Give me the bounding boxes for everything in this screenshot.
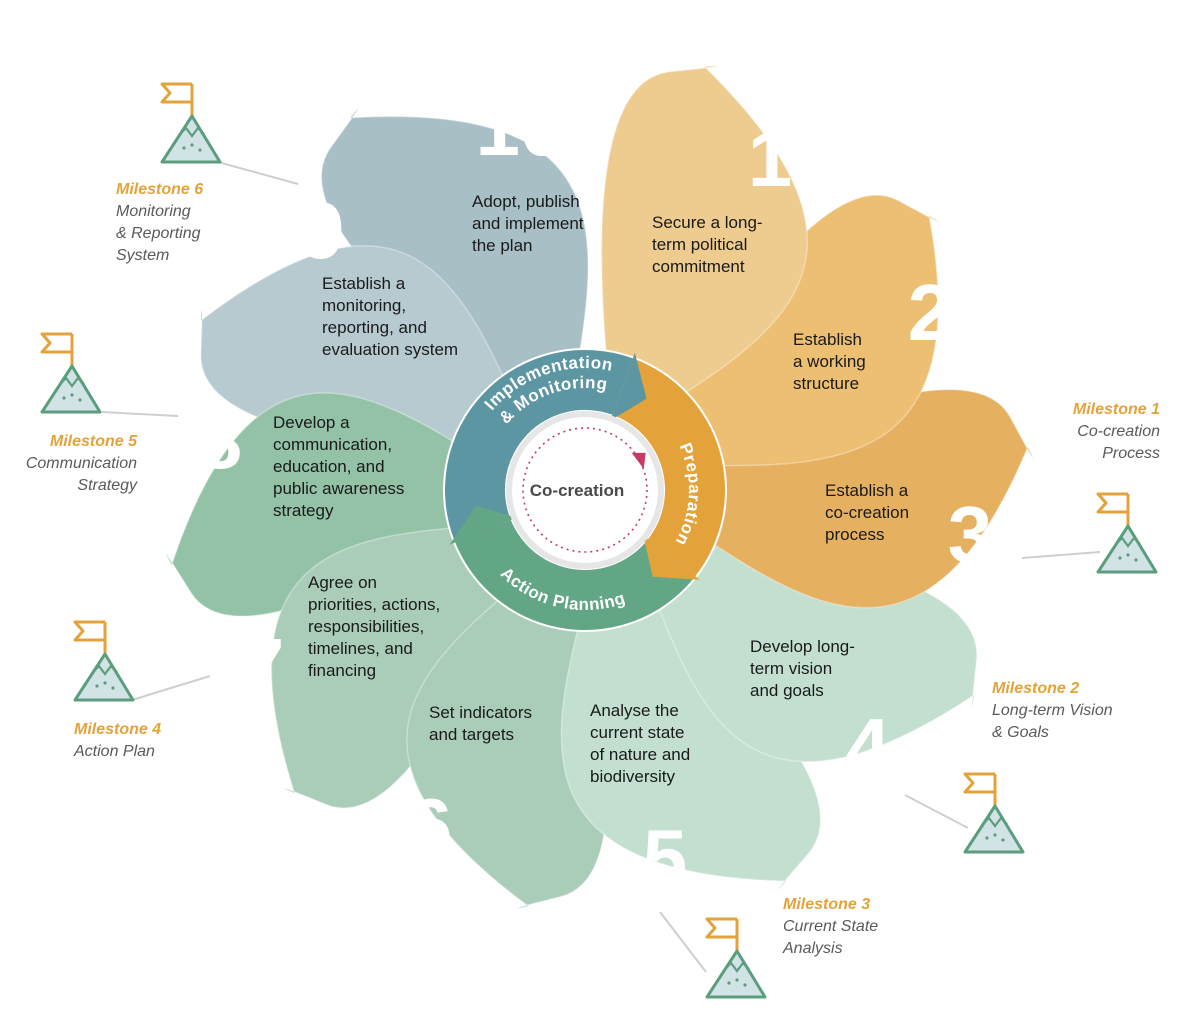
milestone-flag-mountain-icon [73,620,135,702]
step-number-1: 1 [748,114,793,203]
center-circle [506,411,664,569]
cycle-arrow-icon [631,452,646,469]
milestone-title: Milestone 3 [783,896,870,913]
milestone-flag-mountain-icon [963,772,1025,854]
action-planning-band [455,520,696,630]
preparation-band [612,358,726,577]
step-number-6: 6 [408,782,453,871]
milestone-description: Action Plan [73,743,155,760]
milestone-title: Milestone 2 [992,680,1079,697]
step-number-5: 5 [643,813,688,902]
implementation-arrow [610,352,647,421]
milestone-flag-mountain-icon [40,332,102,414]
milestone-connector [1021,551,1101,559]
milestone-description: Long-term Vision& Goals [992,702,1113,741]
step-number-7: 7 [240,622,285,711]
step-number-8: 8 [198,396,243,485]
milestone-connector [131,675,211,701]
step-number-4: 4 [846,702,891,791]
milestone-title: Milestone 6 [116,181,203,198]
step-number-9: 9 [300,186,345,275]
center-label: Co-creation [530,481,624,500]
milestone-connector [217,161,299,185]
milestone-flag-mountain-icon [705,917,767,999]
step-number-3: 3 [948,490,993,579]
petals [165,65,1034,909]
milestone-title: Milestone 5 [50,433,138,450]
milestone-connector [659,911,707,973]
implementation-band [445,349,633,543]
milestone-2: Milestone 2 Long-term Vision& Goals [904,680,1113,854]
preparation-arrow [643,535,700,580]
milestone-flag-mountain-icon [160,82,222,164]
action-planning-arrow [449,505,517,545]
milestone-title: Milestone 4 [74,721,161,738]
milestone-flag-mountain-icon [1096,492,1158,574]
milestone-title: Milestone 1 [1073,401,1160,418]
step-number-2: 2 [908,268,953,357]
milestone-connector [101,411,179,417]
step-number-10: 10 [476,83,565,172]
milestone-4: Milestone 4 Action Plan [73,620,211,760]
center-cycle-ring [522,427,648,553]
petal-step-1 [600,65,809,440]
milestone-connector [904,794,969,829]
